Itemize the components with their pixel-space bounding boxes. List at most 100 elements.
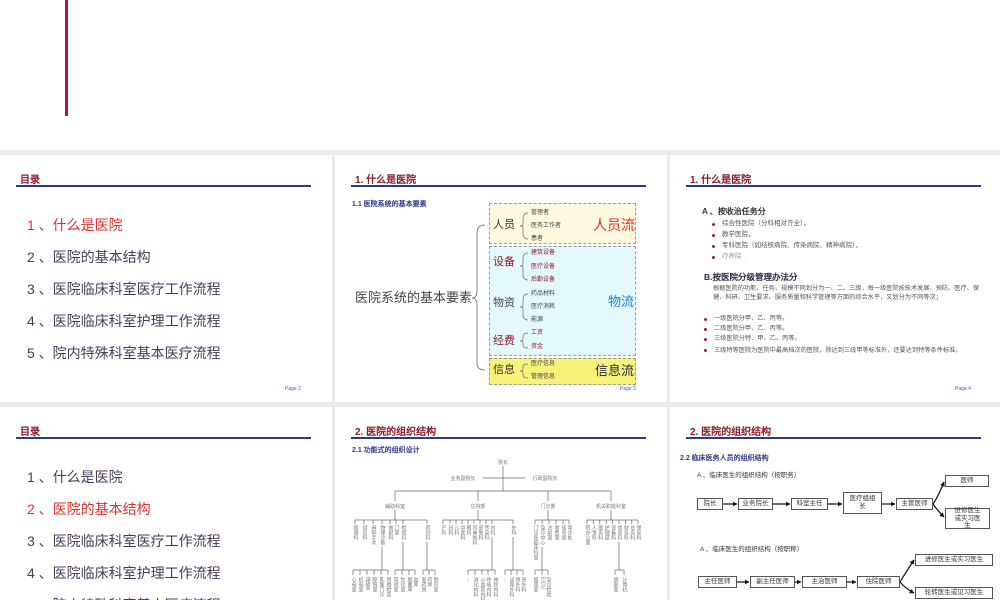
org-subdept: 血库 xyxy=(412,577,419,587)
org-subdept: 泌尿外科 xyxy=(508,577,515,597)
info-item: 管理信息 xyxy=(531,374,556,380)
bullet-icon xyxy=(712,234,715,237)
org-group: 住院部 xyxy=(470,504,486,510)
org-dept: 挂号室 xyxy=(560,525,567,540)
org-subdept: 常规室 xyxy=(392,577,399,592)
people-label: 人员 xyxy=(493,219,515,231)
org-subdept: B超室 xyxy=(364,577,371,591)
org-dept: 医务科 xyxy=(597,525,604,540)
flow-box-trainee: 进修医生或实习医生 xyxy=(945,507,990,529)
bullet-icon xyxy=(704,349,707,352)
org-dept: 眼科 xyxy=(465,525,472,535)
page-number: Page 2 xyxy=(285,386,301,392)
org-subdept: 呼吸内科 xyxy=(485,577,492,597)
org-subdept: 心电室 xyxy=(350,577,357,592)
org-subdept: 机电室 xyxy=(357,577,364,592)
info-label: 信息 xyxy=(493,364,515,376)
title-underline xyxy=(16,185,311,187)
slide-thumbnail-toc-1[interactable]: 目录 1 、什么是医院 2 、医院的基本结构 3 、医院临床科室医疗工作流程 4… xyxy=(0,155,332,402)
funds-item: 工资 xyxy=(531,330,544,336)
title-underline xyxy=(16,437,311,439)
title-underline xyxy=(686,185,981,187)
org-dept: 总务科 xyxy=(629,525,636,540)
slide-thumbnail-org-structure[interactable]: 2. 医院的组织结构 2.1 功能式的组织设计 院长业务副院长行政副院长辅助科室… xyxy=(335,407,667,600)
org-subdept: 骨外科 xyxy=(514,577,521,592)
org-dept: 耳鼻喉科 xyxy=(471,525,478,545)
slide-thumbnail-clinical-staff[interactable]: 2. 医院的组织结构 2.2 临床医务人员的组织结构 A 、临床医生的组织结构（… xyxy=(670,407,1000,600)
flow-box-deputy-chief: 副主任医师 xyxy=(750,576,795,588)
people-flow-label: 人员流 xyxy=(593,217,635,233)
flow-box-dept-director: 科室主任 xyxy=(791,498,828,510)
accent-bar xyxy=(65,0,68,116)
people-item: 医务工作者 xyxy=(531,223,562,229)
toc-item-2: 2 、医院的基本结构 xyxy=(27,501,151,517)
materials-label: 物资 xyxy=(493,297,515,309)
main-concept: 医院系统的基本要素 xyxy=(355,290,473,305)
org-dept: 传染科 xyxy=(483,525,490,540)
toc-item-4: 4 、医院临床科室护理工作流程 xyxy=(27,313,221,329)
org-subdept: 留观室 xyxy=(532,577,539,592)
slide-thumbnail-elements[interactable]: 1. 什么是医院 1.1 医院系统的基本要素 医院系统的基本要素 人员 管理者 … xyxy=(335,155,667,402)
org-subdept: 发药房 xyxy=(420,577,427,592)
bullet-icon xyxy=(704,338,707,341)
org-group: 辅助科室 xyxy=(384,504,406,510)
org-dept: 供应科 xyxy=(361,525,368,540)
title-underline xyxy=(351,185,646,187)
flow-arrows xyxy=(723,481,945,594)
org-dept: 注射室 xyxy=(546,525,553,540)
org-node-root: 院长 xyxy=(497,460,509,466)
page-number: Page 3 xyxy=(620,386,636,392)
slide-subtitle: 2.1 功能式的组织设计 xyxy=(352,447,420,454)
org-dept: 急诊中心 xyxy=(539,525,546,545)
flow-box-resident: 住院医师 xyxy=(857,576,900,588)
org-chart-lines xyxy=(352,466,639,575)
org-subdept: … xyxy=(502,577,509,582)
section-b-heading: B.按医院分级管理办法分 xyxy=(704,272,798,282)
org-dept: 病理科 xyxy=(352,525,359,540)
section-b-heading: A 、临床医生的组织结构（按职称） xyxy=(700,546,804,553)
org-subdept: 心血管内科 xyxy=(479,577,486,600)
org-subdept: 制剂室 xyxy=(432,577,439,592)
funds-label: 经费 xyxy=(493,335,515,347)
org-subdept: 病案室 xyxy=(612,577,619,592)
org-dept: 药剂科 xyxy=(424,525,431,540)
materials-item: 药品材料 xyxy=(531,291,556,297)
info-box xyxy=(489,358,636,385)
section-a-heading: A 、临床医生的组织结构（按职务） xyxy=(697,472,801,479)
org-subdept: 胃肠检查 xyxy=(385,577,392,597)
title-slide-thumbnail[interactable] xyxy=(0,0,1000,150)
org-subdept: 腔镜室 xyxy=(371,577,378,592)
org-subdept: 急诊检验 xyxy=(545,577,552,597)
slide-title: 2. 医院的组织结构 xyxy=(690,427,772,438)
a-item: 教学医院， xyxy=(722,231,755,238)
toc-item-2: 2 、医院的基本结构 xyxy=(27,249,151,265)
toc-item-3: 3 、医院临床科室医疗工作流程 xyxy=(27,281,221,297)
org-node-vice: 行政副院长 xyxy=(532,476,558,482)
a-item: 疗养院 . xyxy=(722,253,746,260)
org-subdept: 普外科 xyxy=(520,577,527,592)
org-subdept: 药库 xyxy=(426,577,433,587)
people-item: 管理者 xyxy=(531,210,550,216)
toc-item-1: 1 、什么是医院 xyxy=(27,469,123,485)
toc-item-5: 5 、院内特殊科室基本医疗流程 xyxy=(27,345,221,361)
slide-title: 目录 xyxy=(20,175,40,186)
org-dept: 护理部 xyxy=(603,525,610,540)
org-subdept: 消化内科 xyxy=(472,577,479,597)
org-dept: 收费室 xyxy=(553,525,560,540)
org-subdept: 神经内科 xyxy=(492,577,499,597)
a-item: 综合性医院（分科相对齐全）， xyxy=(722,220,810,227)
funds-item: 资金 xyxy=(531,344,544,350)
org-subdept: … xyxy=(465,577,472,582)
org-dept: 信息科 xyxy=(616,525,623,540)
slide-thumbnail-classification[interactable]: 1. 什么是医院 A 、按收治任务分 综合性医院（分科相对齐全）， 教学医院， … xyxy=(670,155,1000,402)
people-box xyxy=(489,203,636,244)
slide-thumbnail-toc-2[interactable]: 目录 1 、什么是医院 2 、医院的基本结构 3 、医院临床科室医疗工作流程 4… xyxy=(0,407,332,600)
info-item: 医疗信息 xyxy=(531,361,556,367)
org-dept: 院办公室 xyxy=(584,525,591,545)
org-dept: 检验科 xyxy=(400,525,407,540)
info-flow-label: 信息流 xyxy=(595,363,635,378)
toc-item-5: 5 、院内特殊科室基本医疗流程 xyxy=(27,595,221,600)
equipment-label: 设备 xyxy=(493,256,515,268)
flow-box-trainee-2: 进修医生或实习医生 xyxy=(915,554,993,566)
materials-item: 医疗消耗 xyxy=(531,304,556,310)
